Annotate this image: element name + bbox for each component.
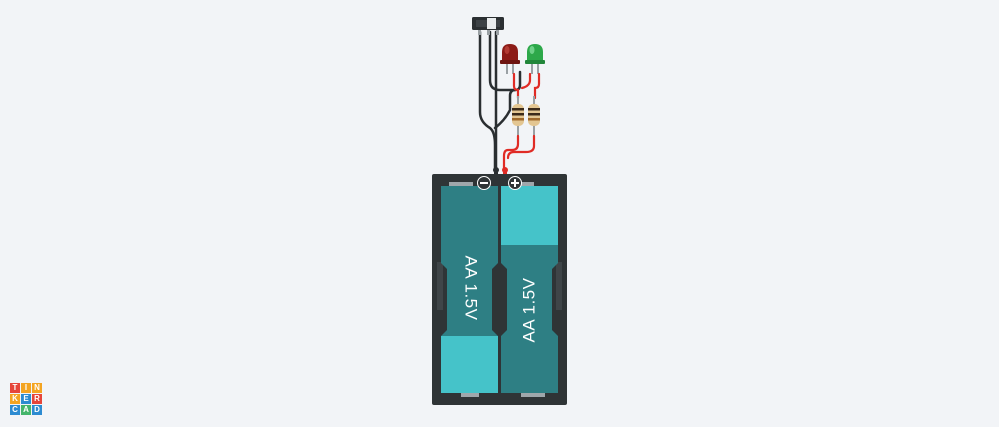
red-wires-lower[interactable] xyxy=(502,134,536,172)
led-red[interactable] xyxy=(500,44,520,74)
battery-2-label: AA 1.5V xyxy=(519,277,538,342)
logo-letter: R xyxy=(32,394,42,404)
led-green[interactable] xyxy=(525,44,545,74)
logo-letter: K xyxy=(10,394,20,404)
slide-switch[interactable] xyxy=(472,17,504,35)
battery-1-label: AA 1.5V xyxy=(462,256,481,321)
logo-letter: E xyxy=(21,394,31,404)
logo-letter: I xyxy=(21,383,31,393)
battery-aa-2[interactable]: AA 1.5V xyxy=(501,182,558,397)
resistor-1[interactable] xyxy=(512,96,524,136)
battery-terminals[interactable] xyxy=(493,167,508,175)
positive-terminal-marker xyxy=(508,176,522,190)
logo-letter: A xyxy=(21,405,31,415)
logo-letter: T xyxy=(10,383,20,393)
red-wires-upper[interactable] xyxy=(512,72,541,100)
resistor-2[interactable] xyxy=(528,96,540,136)
logo-letter: D xyxy=(32,405,42,415)
battery-aa-1[interactable]: AA 1.5V xyxy=(441,182,498,397)
black-wires[interactable] xyxy=(478,30,522,172)
logo-letter: N xyxy=(32,383,42,393)
battery-holder[interactable]: AA 1.5V AA 1.5V xyxy=(432,174,567,405)
logo-letter: C xyxy=(10,405,20,415)
negative-terminal-marker xyxy=(477,176,491,190)
